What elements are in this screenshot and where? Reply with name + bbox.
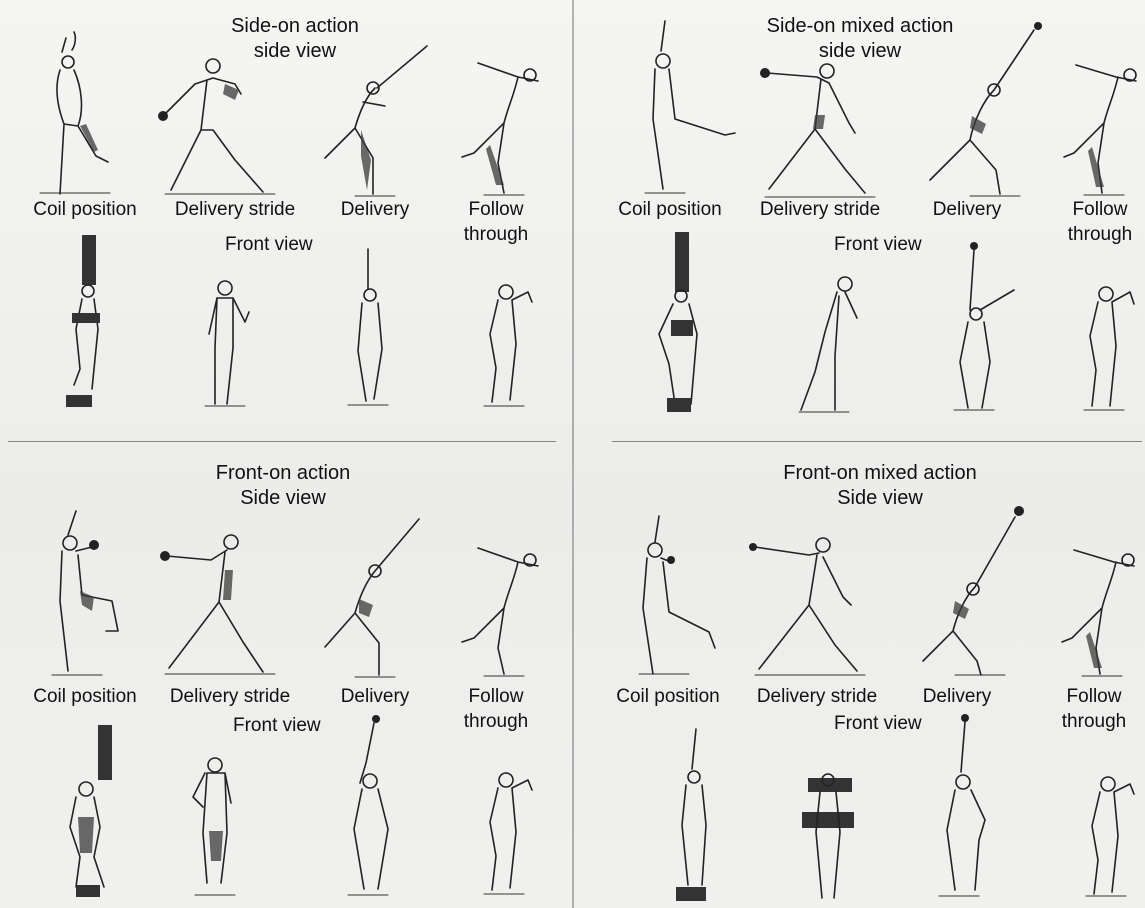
figure-delivery-stride-side (745, 535, 870, 680)
figure-follow-through-front (478, 280, 538, 410)
panel-title-line1: Front-on action (183, 461, 383, 486)
figure-follow-through-side (1058, 540, 1145, 680)
figure-delivery-stride-front (795, 272, 865, 417)
label-delivery: Delivery (330, 684, 420, 709)
front-view-heading: Front view (834, 712, 922, 736)
figure-coil-position-front (62, 725, 122, 900)
label-coil-position: Coil position (20, 197, 150, 222)
label-coil-position: Coil position (20, 684, 150, 709)
figure-delivery-side (315, 40, 435, 200)
label-follow: Follow (456, 684, 536, 709)
label-through: through (456, 222, 536, 247)
label-through: through (1060, 222, 1140, 247)
figure-follow-through-front (478, 768, 538, 900)
label-follow: Follow (1060, 197, 1140, 222)
front-view-heading: Front view (225, 233, 313, 257)
figure-coil-position-front (668, 725, 723, 905)
figure-coil-position-front (645, 230, 705, 415)
figure-coil-position-front (60, 235, 110, 410)
label-delivery-stride: Delivery stride (745, 197, 895, 222)
figure-follow-through-side (460, 540, 550, 680)
figure-delivery-front (935, 712, 1005, 902)
figure-delivery-front (940, 240, 1020, 415)
front-view-heading: Front view (233, 714, 321, 738)
panel-title-line1: Side-on action (195, 14, 395, 39)
label-follow: Follow (1054, 684, 1134, 709)
label-through: through (1054, 709, 1134, 734)
figure-follow-through-side (1060, 55, 1145, 200)
figure-delivery-side (915, 505, 1025, 680)
label-delivery: Delivery (912, 684, 1002, 709)
figure-delivery-side (920, 20, 1040, 200)
figure-delivery-stride-side (155, 50, 275, 200)
horizontal-divider-left (8, 441, 556, 442)
label-delivery-stride: Delivery stride (155, 684, 305, 709)
label-delivery-stride: Delivery stride (160, 197, 310, 222)
label-coil-position: Coil position (605, 197, 735, 222)
figure-coil-position-side (40, 30, 120, 200)
figure-coil-position-side (625, 15, 740, 200)
front-view-heading: Front view (834, 233, 922, 257)
label-delivery-stride: Delivery stride (742, 684, 892, 709)
figure-delivery-front (340, 245, 400, 410)
panel-title-line2: Side view (183, 486, 383, 511)
figure-delivery-stride-front (800, 770, 860, 905)
horizontal-divider-right (612, 441, 1142, 442)
figure-follow-through-front (1080, 772, 1140, 900)
label-through: through (456, 709, 536, 734)
figure-delivery-side (315, 515, 430, 680)
figure-delivery-stride-front (195, 280, 255, 410)
panel-title-line1: Front-on mixed action (760, 461, 1000, 486)
label-delivery: Delivery (330, 197, 420, 222)
figure-follow-through-side (460, 55, 550, 200)
figure-delivery-stride-front (185, 755, 245, 900)
vertical-divider (572, 0, 574, 908)
figure-coil-position-side (40, 505, 130, 680)
figure-coil-position-side (625, 510, 725, 680)
figure-delivery-front (340, 715, 400, 900)
figure-delivery-stride-side (155, 530, 275, 680)
label-follow: Follow (456, 197, 536, 222)
figure-follow-through-front (1078, 280, 1138, 415)
figure-delivery-stride-side (755, 55, 880, 200)
label-delivery: Delivery (922, 197, 1012, 222)
label-coil-position: Coil position (603, 684, 733, 709)
